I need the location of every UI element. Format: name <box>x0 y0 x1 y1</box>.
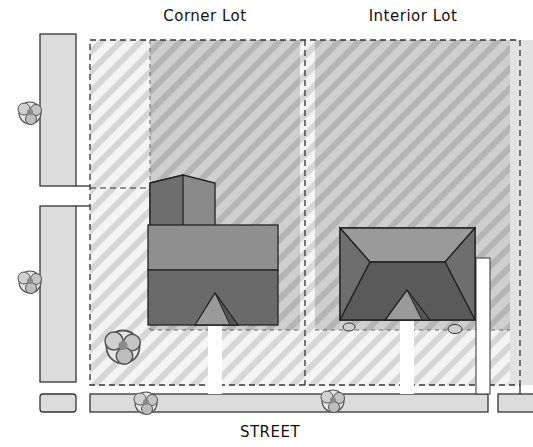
lot-label: Corner Lot <box>163 7 246 25</box>
lot-label: Interior Lot <box>369 7 458 25</box>
street-label: STREET <box>240 423 300 441</box>
